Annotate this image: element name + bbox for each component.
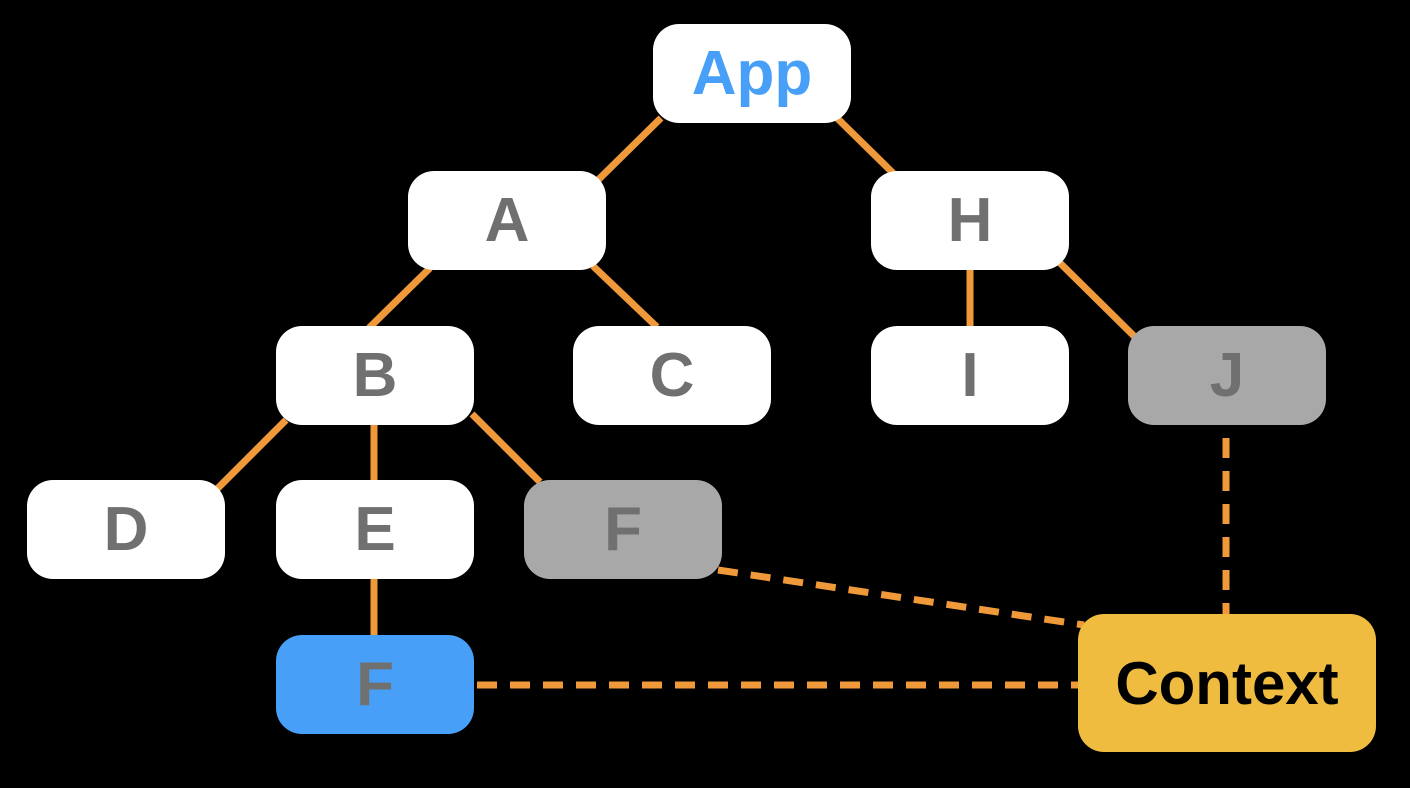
edge-f-child-of-b-to-context <box>717 566 1085 629</box>
node-j: J <box>1128 326 1326 425</box>
edge-a-to-b <box>366 265 433 331</box>
edge-b-to-f-child-of-b <box>469 411 543 485</box>
node-e: E <box>276 480 474 579</box>
node-a: A <box>408 171 606 270</box>
node-f-child-of-e: F <box>276 635 474 734</box>
node-i: I <box>871 326 1069 425</box>
edge-app-to-h <box>834 115 898 178</box>
node-b: B <box>276 326 474 425</box>
node-context: Context <box>1078 614 1376 752</box>
edge-b-to-e <box>213 417 289 493</box>
node-d: D <box>27 480 225 579</box>
node-f-child-of-b: F <box>524 480 722 579</box>
edge-h-to-j <box>1057 260 1139 341</box>
edge-app-to-a <box>593 115 664 185</box>
node-h: H <box>871 171 1069 270</box>
edge-a-to-c <box>590 263 660 330</box>
node-c: C <box>573 326 771 425</box>
node-app: App <box>653 24 851 123</box>
